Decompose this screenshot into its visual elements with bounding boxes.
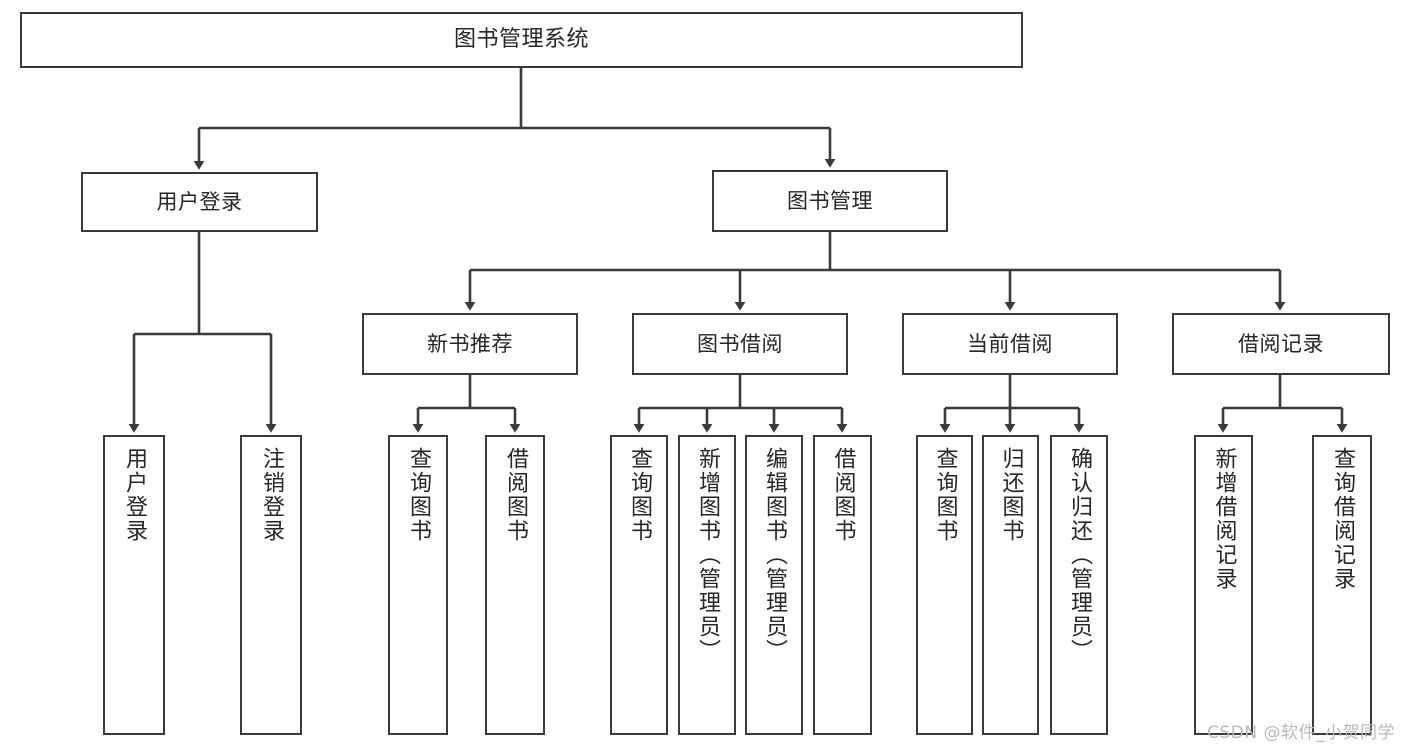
- leaf-edit-book-admin-label: 编辑图书（管理员）: [762, 447, 787, 663]
- node-root-label: 图书管理系统: [453, 27, 589, 53]
- node-book-borrow-label: 图书借阅: [697, 331, 783, 356]
- leaf-borrow-book-label: 借阅图书: [830, 447, 856, 543]
- watermark: CSDN @软件_小贺同学: [1207, 723, 1395, 743]
- leaf-add-borrow-record[interactable]: 新增借阅记录: [1194, 435, 1253, 735]
- leaf-query-book-current-label: 查询图书: [932, 447, 958, 543]
- leaf-edit-book-admin[interactable]: 编辑图书（管理员）: [745, 435, 803, 735]
- leaf-logout[interactable]: 注销登录: [240, 435, 302, 735]
- leaf-confirm-return-admin-label: 确认归还（管理员）: [1067, 447, 1092, 663]
- leaf-user-login[interactable]: 用户登录: [103, 435, 165, 735]
- leaf-add-book-admin-label: 新增图书（管理员）: [695, 447, 720, 663]
- leaf-query-book-recommend-label: 查询图书: [406, 447, 431, 543]
- node-new-book-recommend-label: 新书推荐: [427, 331, 513, 356]
- node-root[interactable]: 图书管理系统: [20, 12, 1023, 68]
- node-borrow-record-label: 借阅记录: [1238, 331, 1324, 356]
- leaf-query-borrow-record-label: 查询借阅记录: [1330, 447, 1355, 591]
- leaf-borrow-book-recommend[interactable]: 借阅图书: [485, 435, 545, 735]
- leaf-logout-label: 注销登录: [259, 447, 284, 543]
- node-book-management[interactable]: 图书管理: [712, 170, 948, 232]
- node-user-login[interactable]: 用户登录: [81, 172, 318, 232]
- leaf-confirm-return-admin[interactable]: 确认归还（管理员）: [1050, 435, 1108, 735]
- node-new-book-recommend[interactable]: 新书推荐: [362, 313, 578, 375]
- node-current-borrow[interactable]: 当前借阅: [902, 313, 1118, 375]
- node-book-management-label: 图书管理: [787, 188, 873, 213]
- node-user-login-label: 用户登录: [156, 189, 243, 214]
- leaf-borrow-book-recommend-label: 借阅图书: [503, 447, 528, 543]
- leaf-query-book-borrow[interactable]: 查询图书: [610, 435, 668, 735]
- leaf-return-book-label: 归还图书: [998, 447, 1024, 543]
- leaf-borrow-book[interactable]: 借阅图书: [813, 435, 872, 735]
- node-borrow-record[interactable]: 借阅记录: [1172, 313, 1390, 375]
- leaf-query-book-current[interactable]: 查询图书: [916, 435, 973, 735]
- node-book-borrow[interactable]: 图书借阅: [632, 313, 848, 375]
- leaf-query-book-borrow-label: 查询图书: [627, 447, 652, 543]
- leaf-query-book-recommend[interactable]: 查询图书: [388, 435, 448, 735]
- node-current-borrow-label: 当前借阅: [967, 331, 1053, 356]
- leaf-user-login-label: 用户登录: [122, 447, 147, 543]
- leaf-query-borrow-record[interactable]: 查询借阅记录: [1312, 435, 1372, 735]
- leaf-add-book-admin[interactable]: 新增图书（管理员）: [678, 435, 736, 735]
- leaf-return-book[interactable]: 归还图书: [982, 435, 1039, 735]
- leaf-add-borrow-record-label: 新增借阅记录: [1211, 447, 1237, 591]
